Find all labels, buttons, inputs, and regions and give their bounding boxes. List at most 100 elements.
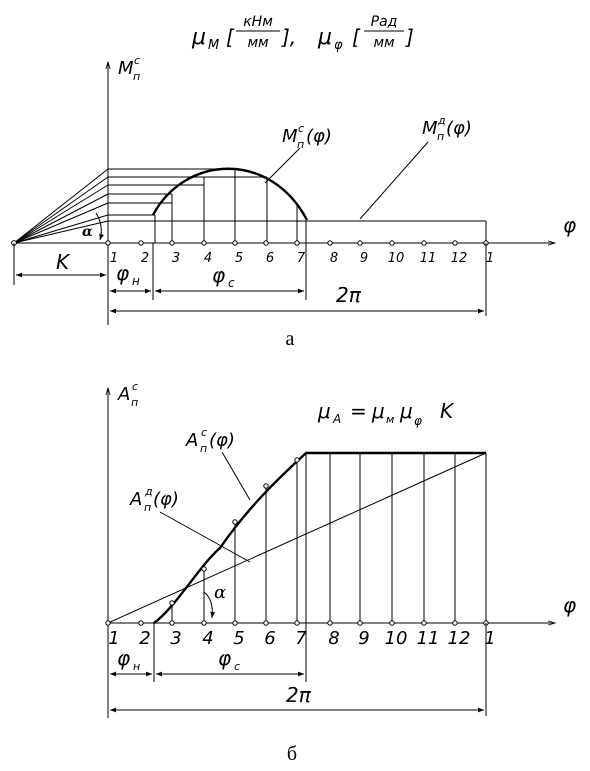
svg-text:φ: φ — [117, 646, 130, 670]
top-tick-label: 3 — [172, 251, 180, 266]
svg-text:с: с — [134, 54, 140, 67]
top-k-label: K — [56, 250, 71, 274]
bottom-resistance-curve — [153, 451, 486, 624]
top-tick-point — [138, 240, 144, 246]
top-alpha-arc — [95, 212, 104, 241]
formula-bracket-2: [ — [352, 25, 361, 49]
formula-bracket-close-1: ], — [281, 25, 296, 49]
svg-text:A: A — [117, 384, 130, 405]
bottom-tick-label: 1 — [108, 628, 119, 649]
top-caption: а — [286, 328, 295, 350]
top-tick-points — [105, 240, 489, 246]
top-tick-label: 4 — [204, 251, 212, 266]
svg-text:м: м — [386, 413, 394, 426]
bottom-tick-point — [169, 620, 175, 626]
svg-text:п: п — [297, 138, 304, 151]
svg-text:A: A — [185, 430, 198, 451]
svg-text:A: A — [129, 489, 142, 510]
bottom-y-axis-label: A п с — [117, 380, 138, 409]
bottom-tick-point — [452, 620, 458, 626]
svg-text:φ: φ — [218, 646, 231, 670]
svg-text:M: M — [282, 126, 298, 147]
diagram-work: A п с φ μ A = μ м μ φ K — [105, 380, 576, 765]
top-tick-point — [389, 240, 395, 246]
svg-text:M: M — [422, 118, 438, 139]
formula-unit1-num: кНм — [243, 14, 273, 30]
top-tick-point — [294, 240, 300, 246]
bottom-tick-label: 12 — [448, 628, 471, 649]
top-curve-label: M п с (φ) — [282, 122, 332, 151]
svg-text:с: с — [132, 380, 138, 393]
bottom-alpha-label: α — [214, 582, 226, 603]
svg-text:(φ): (φ) — [153, 489, 179, 510]
formula-unit2-num: Рад — [371, 14, 398, 30]
bottom-tick-point — [263, 620, 269, 626]
bottom-tick-label: 3 — [170, 628, 181, 649]
scale-formula: μ M [ кНм мм ], μ φ [ Рад мм ] — [191, 14, 414, 53]
bottom-tick-point — [201, 620, 207, 626]
bottom-tick-label: 10 — [385, 628, 408, 649]
top-tick-label: 12 — [451, 251, 468, 266]
bottom-tick-label: 11 — [417, 628, 440, 649]
top-tick-label: 7 — [297, 251, 306, 266]
bottom-two-pi-label: 2π — [286, 683, 312, 707]
top-tick-label: 6 — [266, 251, 274, 266]
bottom-tick-point — [389, 620, 395, 626]
top-tick-label: 2 — [141, 251, 149, 266]
bottom-curve-points — [169, 457, 300, 606]
formula-bracket-1: [ — [226, 25, 235, 49]
bottom-tick-label: 4 — [202, 628, 213, 649]
formula-bracket-close-2: ] — [405, 25, 414, 49]
top-tick-point — [421, 240, 427, 246]
formula-mu-m: μ — [191, 25, 206, 50]
top-tick-point — [357, 240, 363, 246]
top-y-axis-label: M п с — [118, 54, 140, 83]
bottom-tick-label: 7 — [295, 628, 307, 649]
svg-text:д: д — [437, 114, 446, 127]
svg-text:(φ): (φ) — [446, 118, 472, 139]
top-tick-label: 9 — [360, 251, 368, 266]
svg-text:(φ): (φ) — [209, 430, 235, 451]
top-tick-point — [232, 240, 238, 246]
top-tick-label: 1 — [486, 251, 494, 266]
bottom-phi-c-label: φ c — [218, 646, 240, 673]
top-tick-point — [327, 240, 333, 246]
svg-text:п: п — [133, 70, 140, 83]
formula-unit1-den: мм — [247, 35, 269, 51]
svg-text:μ: μ — [399, 399, 413, 423]
bottom-tick-point — [294, 620, 300, 626]
top-tick-point — [201, 240, 207, 246]
bottom-caption: б — [287, 743, 297, 765]
top-phi-n-label: φ н — [116, 261, 140, 288]
bottom-tick-label: 8 — [328, 628, 339, 649]
bottom-tick-point — [327, 620, 333, 626]
top-line-label: M п д (φ) — [422, 114, 472, 143]
top-tick-label: 8 — [330, 251, 338, 266]
bottom-tick-point — [421, 620, 427, 626]
bottom-ordinates — [171, 453, 487, 623]
svg-text:с: с — [298, 122, 304, 135]
svg-text:п: п — [131, 396, 138, 409]
svg-text:н: н — [133, 660, 140, 673]
svg-text:с: с — [201, 426, 207, 439]
svg-text:c: c — [228, 276, 235, 290]
svg-text:=: = — [350, 399, 367, 423]
svg-text:μ: μ — [317, 399, 331, 423]
svg-text:K: K — [440, 399, 455, 423]
top-alpha-label: α — [82, 224, 93, 240]
top-tick-label: 11 — [420, 251, 437, 266]
bottom-tick-point — [232, 620, 238, 626]
top-tick-point — [452, 240, 458, 246]
formula-mu-phi: μ — [317, 25, 332, 50]
top-tick-label: 1 — [110, 251, 118, 266]
top-tick-point — [169, 240, 175, 246]
top-tick-label: 5 — [235, 251, 243, 266]
svg-text:п: п — [437, 130, 444, 143]
top-phi-c-label: φ c — [212, 263, 235, 290]
bottom-x-axis-label: φ — [563, 593, 576, 617]
bottom-tick-point — [357, 620, 363, 626]
top-tick-label: 10 — [388, 251, 405, 266]
bottom-tick-point — [105, 620, 111, 626]
